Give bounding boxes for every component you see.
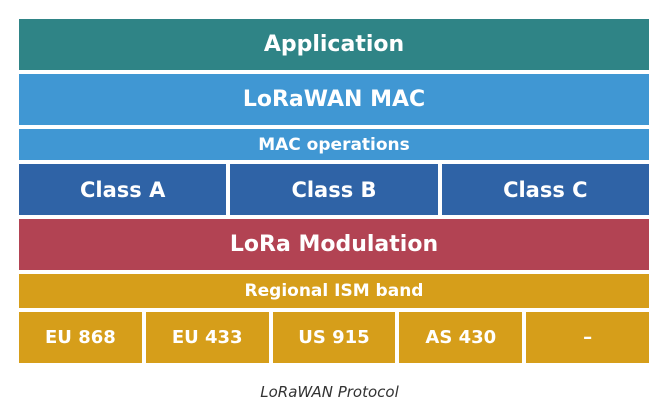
application-layer: Application bbox=[19, 19, 649, 70]
application-layer-row: Application bbox=[19, 19, 649, 70]
lora-modulation-layer: LoRa Modulation bbox=[19, 219, 649, 270]
lorawan-mac-layer: LoRaWAN MAC bbox=[19, 74, 649, 125]
class-a-box: Class A bbox=[19, 164, 227, 215]
class-b-box: Class B bbox=[230, 164, 438, 215]
class-c-box: Class C bbox=[441, 164, 649, 215]
regional-ism-band-layer: Regional ISM band bbox=[19, 274, 649, 308]
regional-ism-band-layer-row: Regional ISM band bbox=[19, 274, 649, 308]
region-other-box: – bbox=[526, 312, 649, 363]
mac-operations-layer: MAC operations bbox=[19, 129, 649, 160]
figure-caption: LoRaWAN Protocol bbox=[260, 383, 399, 401]
mac-operations-layer-row: MAC operations bbox=[19, 129, 649, 160]
lora-modulation-layer-row: LoRa Modulation bbox=[19, 219, 649, 270]
region-eu868-box: EU 868 bbox=[19, 312, 142, 363]
lorawan-mac-layer-row: LoRaWAN MAC bbox=[19, 74, 649, 125]
region-us915-box: US 915 bbox=[272, 312, 396, 363]
regional-bands-row: EU 868 EU 433 US 915 AS 430 – bbox=[19, 312, 649, 363]
region-eu433-box: EU 433 bbox=[145, 312, 269, 363]
region-as430-box: AS 430 bbox=[399, 312, 523, 363]
device-classes-row: Class A Class B Class C bbox=[19, 164, 649, 215]
